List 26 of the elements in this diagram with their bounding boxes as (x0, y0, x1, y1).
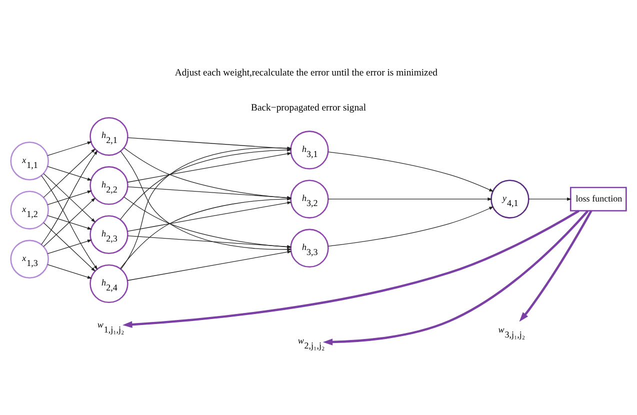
arrow (328, 206, 494, 247)
arrow (47, 166, 92, 181)
arrow (43, 173, 96, 223)
arrow (127, 152, 292, 183)
arrow (47, 264, 92, 279)
arrow (43, 148, 96, 198)
arrow (122, 210, 580, 328)
arrow (328, 152, 494, 192)
arrow (43, 222, 96, 272)
arrow (43, 198, 96, 247)
arrow (328, 198, 492, 201)
arrow (41, 175, 98, 270)
arrow (322, 210, 589, 346)
label: Back−propagated error signal (251, 102, 366, 114)
arrow (128, 236, 292, 248)
arrow (127, 201, 292, 232)
arrow (47, 141, 92, 156)
label: Adjust each weight,recalculate the error until the error is minimized (174, 67, 438, 78)
arrow (41, 150, 98, 245)
arrow (127, 250, 292, 281)
arrow (519, 210, 592, 322)
arrow (528, 198, 572, 201)
arrow (47, 190, 92, 205)
arrow (47, 215, 92, 230)
node-box: loss function (570, 186, 627, 212)
arrow (47, 240, 92, 254)
